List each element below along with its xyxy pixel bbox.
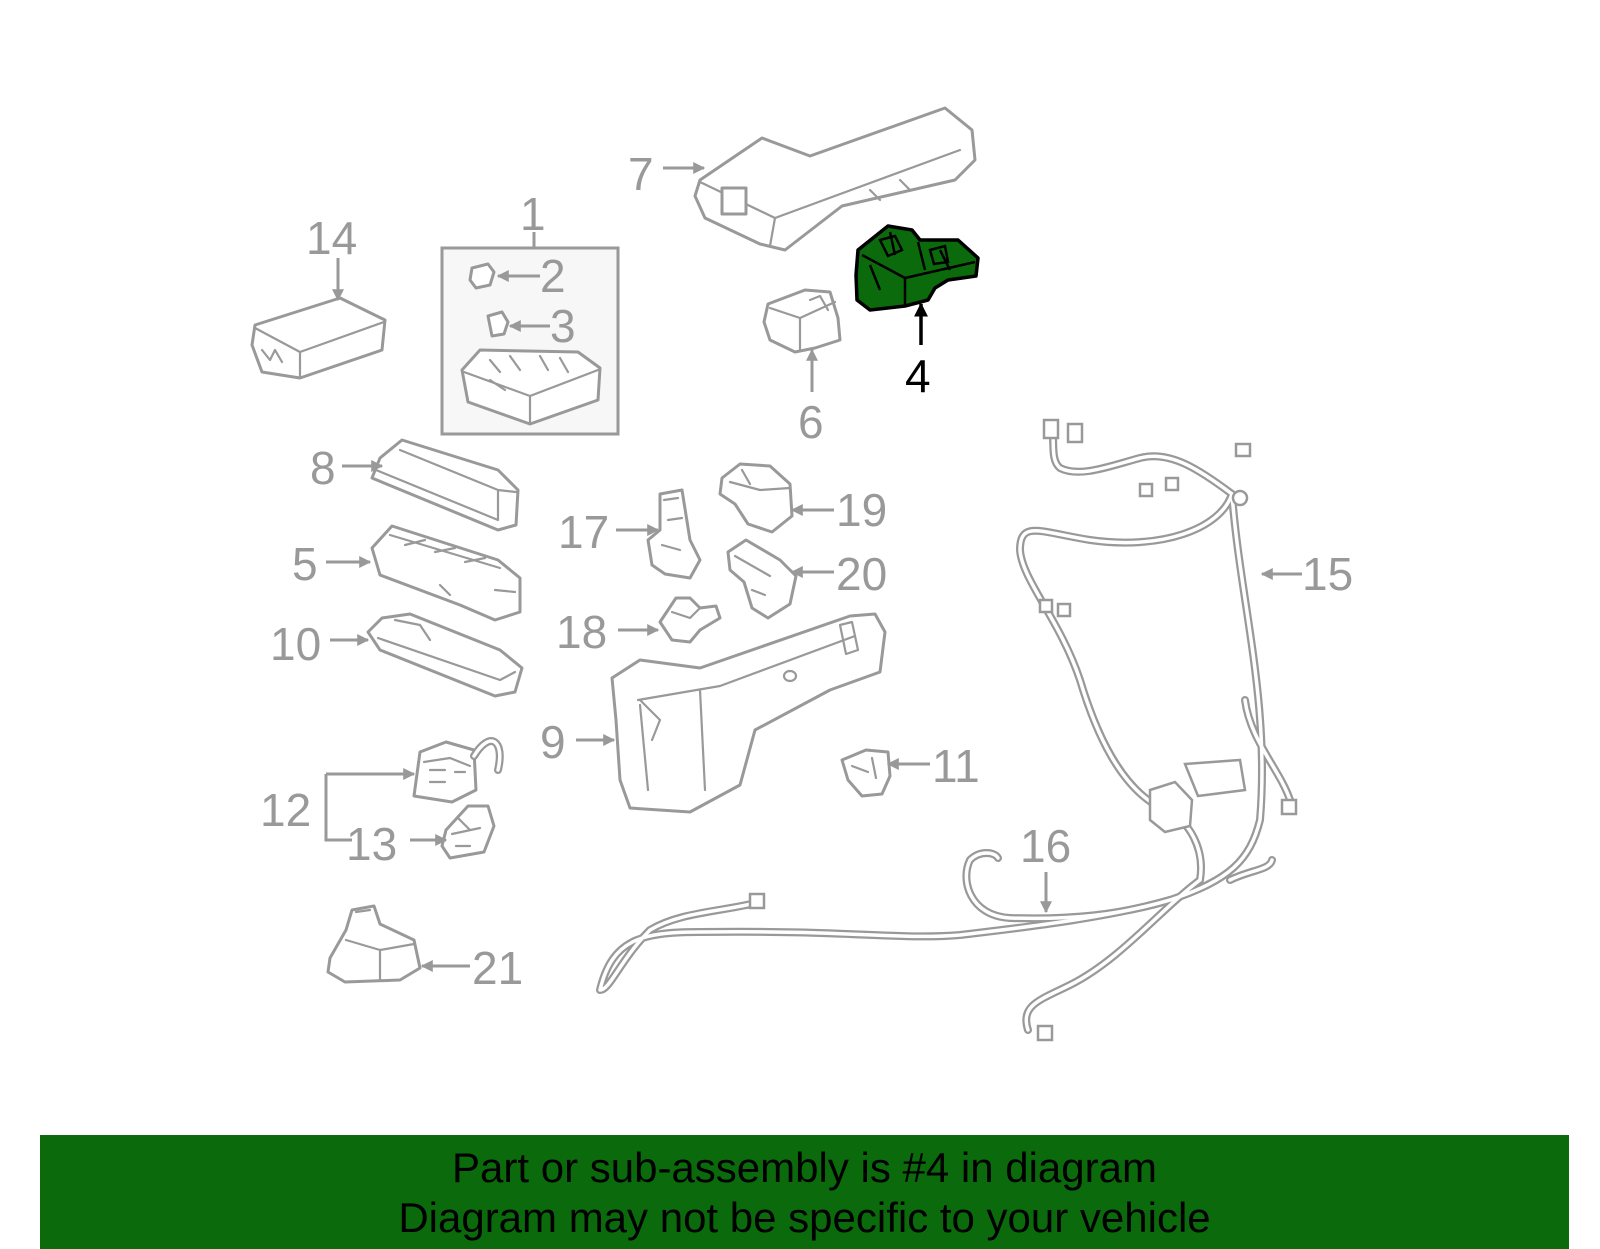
callout-18: 18 bbox=[556, 606, 607, 658]
callout-15: 15 bbox=[1302, 548, 1353, 600]
part-11-clip[interactable] bbox=[840, 748, 892, 798]
part-18-clip[interactable] bbox=[658, 596, 722, 644]
part-13-relay[interactable] bbox=[440, 804, 496, 860]
callout-10: 10 bbox=[270, 618, 321, 670]
part-9-tray[interactable] bbox=[610, 612, 887, 814]
callout-7: 7 bbox=[628, 148, 654, 200]
callout-12: 12 bbox=[260, 784, 311, 836]
callout-4[interactable]: 4 bbox=[905, 350, 931, 402]
callout-3: 3 bbox=[550, 300, 576, 352]
wire-harness-15-16[interactable] bbox=[596, 418, 1298, 1042]
info-banner: Part or sub-assembly is #4 in diagram Di… bbox=[40, 1135, 1569, 1249]
callout-19: 19 bbox=[836, 484, 887, 536]
part-12-relay[interactable] bbox=[412, 737, 504, 804]
callout-11: 11 bbox=[932, 740, 980, 792]
callout-14: 14 bbox=[306, 212, 357, 264]
callout-1: 1 bbox=[520, 188, 546, 240]
part-20-bracket[interactable] bbox=[726, 538, 798, 620]
callout-13: 13 bbox=[346, 818, 397, 870]
callout-numbers: 1 2 3 4 5 6 7 8 9 10 11 12 13 14 15 16 1… bbox=[260, 148, 1353, 994]
part-19-clip[interactable] bbox=[718, 462, 794, 534]
part-17-bracket[interactable] bbox=[646, 488, 702, 580]
part-1-assembly[interactable] bbox=[440, 246, 620, 436]
part-7-cover[interactable] bbox=[693, 106, 977, 252]
leader-lines bbox=[324, 162, 1302, 972]
part-5-block[interactable] bbox=[370, 524, 522, 622]
banner-line-disclaimer: Diagram may not be specific to your vehi… bbox=[398, 1194, 1211, 1241]
callout-9: 9 bbox=[540, 716, 566, 768]
part-21-component[interactable] bbox=[326, 904, 422, 984]
callout-6: 6 bbox=[798, 396, 824, 448]
callout-16: 16 bbox=[1020, 820, 1071, 872]
callout-21: 21 bbox=[472, 942, 523, 994]
callout-20: 20 bbox=[836, 548, 887, 600]
callout-8: 8 bbox=[310, 442, 336, 494]
part-14-cover[interactable] bbox=[250, 296, 387, 380]
callout-5: 5 bbox=[292, 538, 318, 590]
callout-17: 17 bbox=[558, 506, 609, 558]
part-10-tray[interactable] bbox=[366, 612, 524, 698]
part-6-bracket[interactable] bbox=[762, 288, 842, 354]
banner-line-part: Part or sub-assembly is #4 in diagram bbox=[452, 1144, 1157, 1191]
part-8-cover[interactable] bbox=[370, 438, 520, 532]
part-4-highlighted[interactable] bbox=[854, 224, 980, 312]
callout-2: 2 bbox=[540, 250, 566, 302]
parts-diagram: 1 2 3 4 5 6 7 8 9 10 11 12 13 14 15 16 1… bbox=[250, 106, 1353, 1042]
